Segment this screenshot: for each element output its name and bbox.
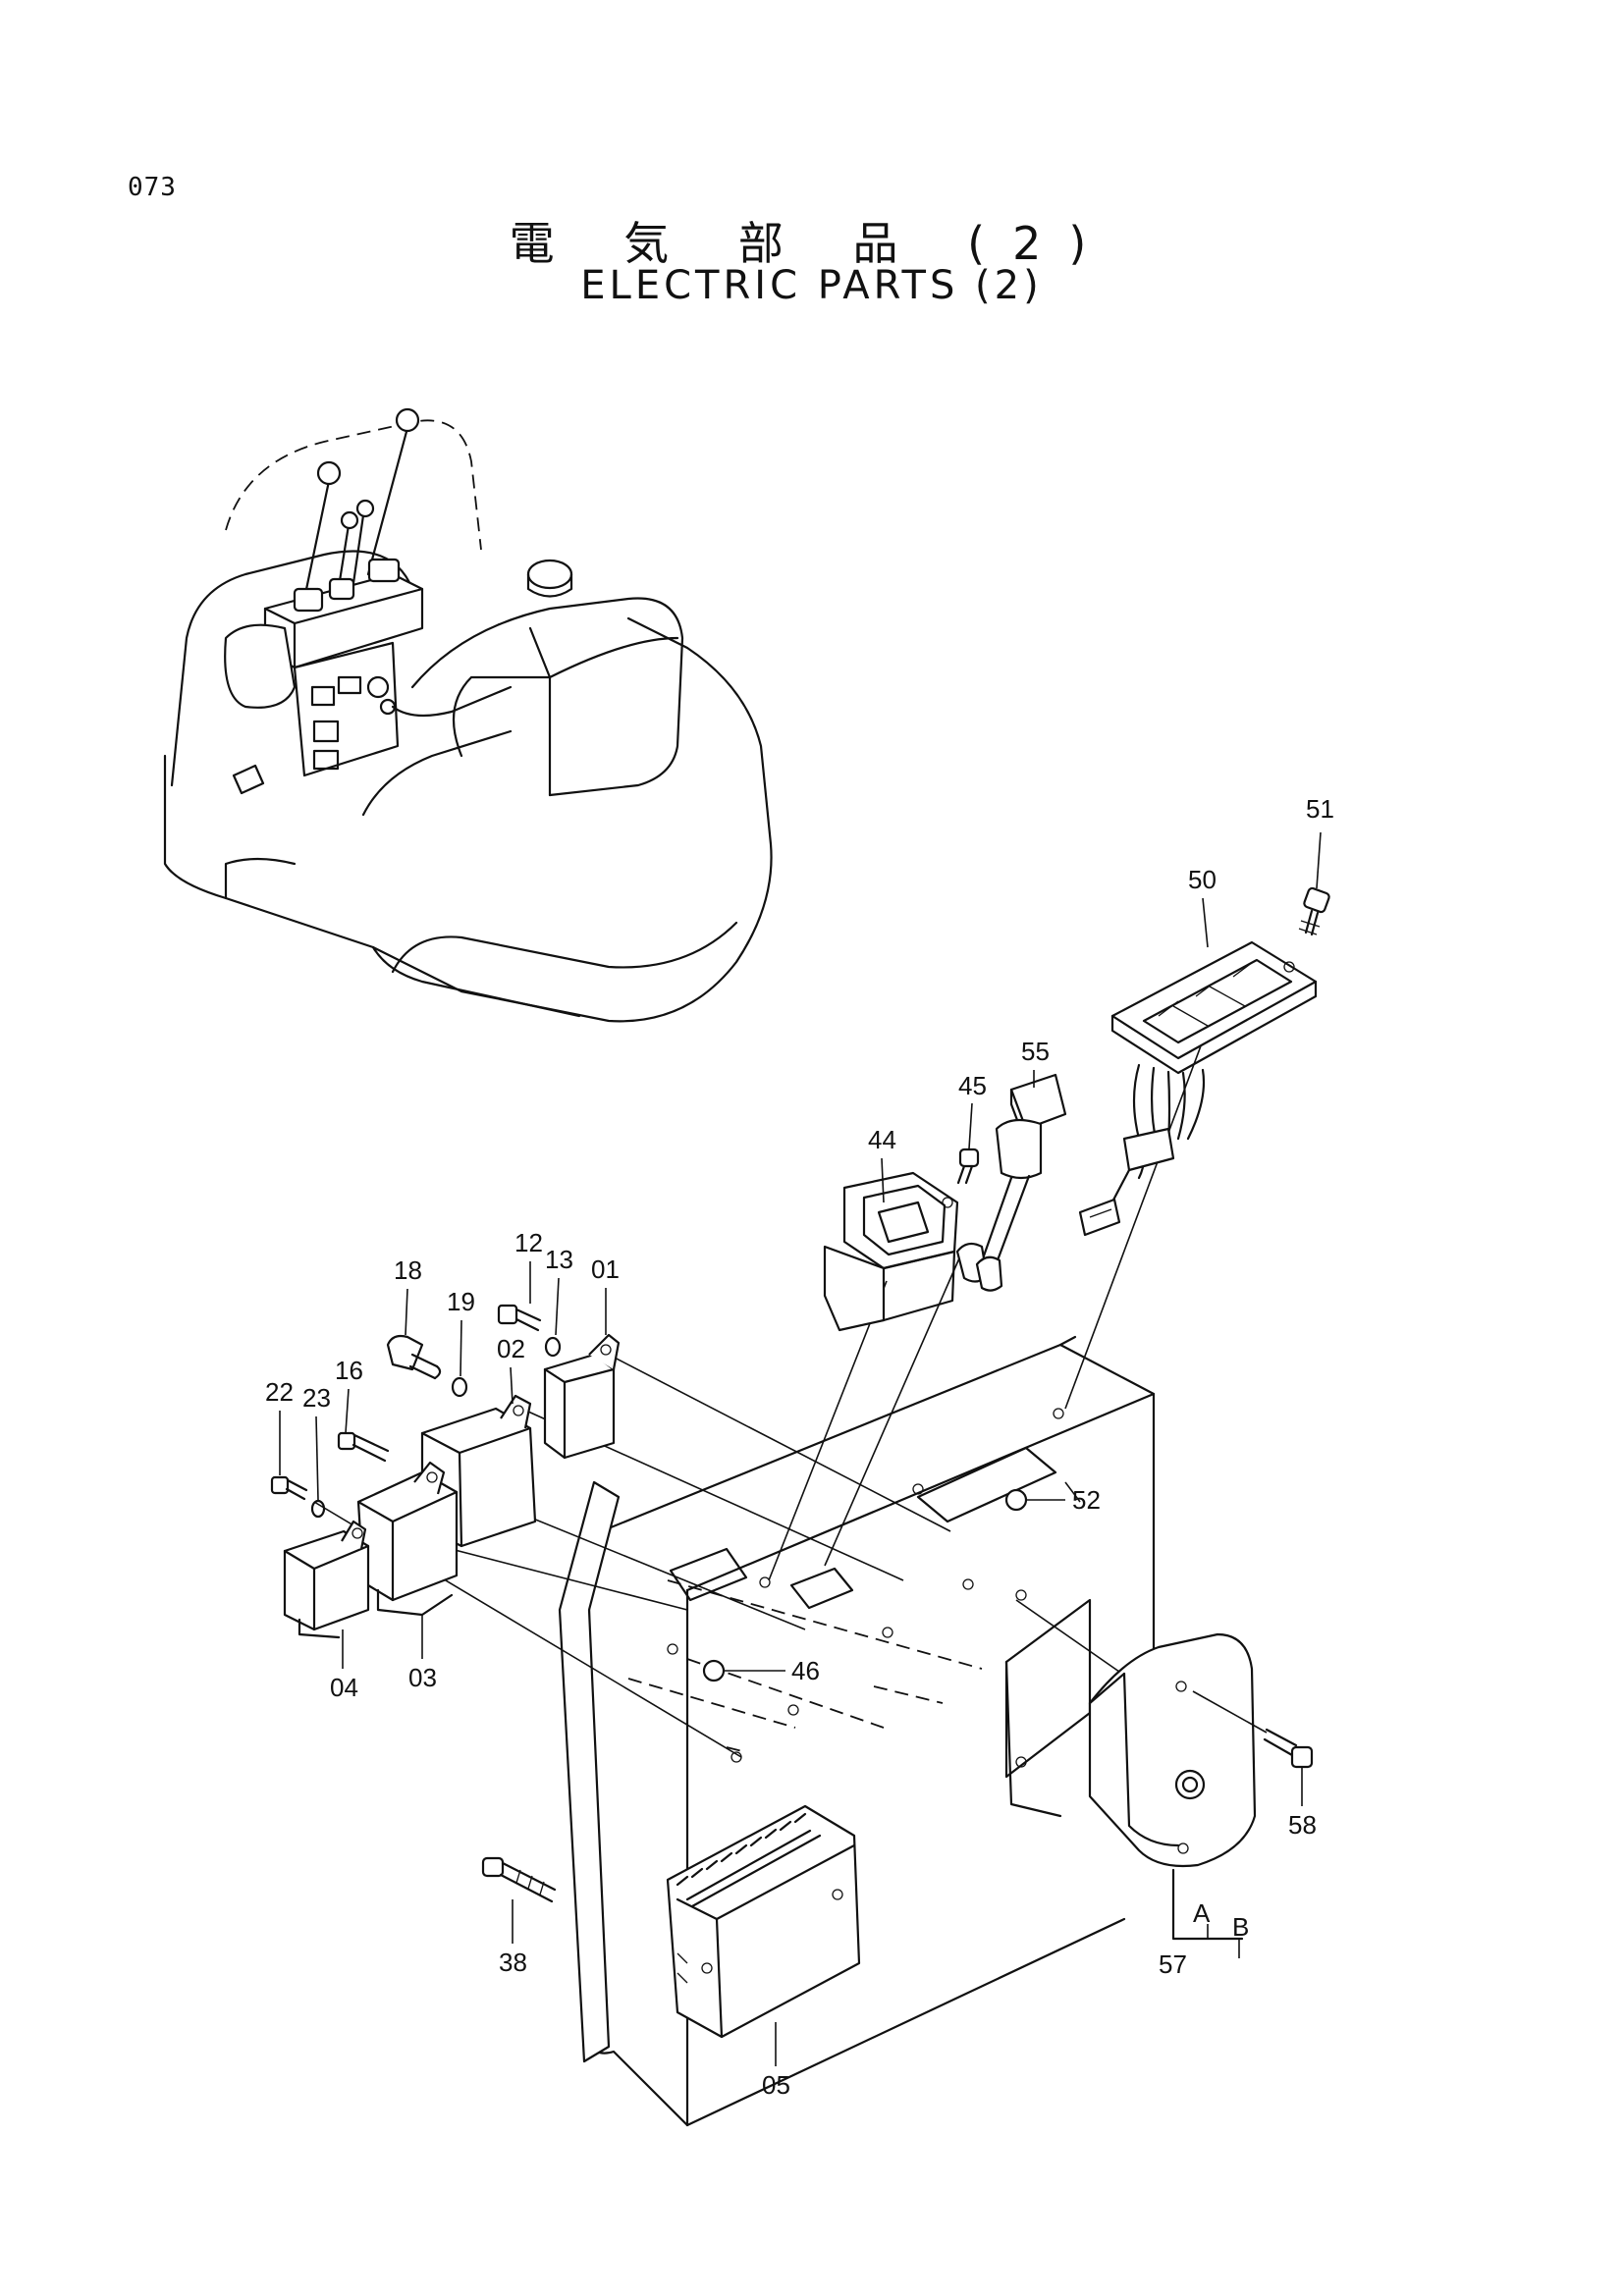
part-57-regulator bbox=[1088, 1632, 1257, 1941]
part-44-gauge bbox=[823, 1171, 959, 1332]
callout-51: 51 bbox=[1306, 794, 1334, 824]
part-52-nut bbox=[1004, 1488, 1028, 1512]
connector-ab-marker: A B bbox=[1193, 1898, 1249, 1958]
part-16-screw bbox=[337, 1431, 390, 1463]
part-22-screw bbox=[270, 1475, 308, 1501]
callout-05: 05 bbox=[762, 2070, 790, 2100]
callout-16: 16 bbox=[335, 1356, 363, 1385]
callout-38: 38 bbox=[499, 1948, 527, 1977]
part-13-washer bbox=[544, 1336, 562, 1358]
callout-50: 50 bbox=[1188, 865, 1217, 894]
callout-52: 52 bbox=[1072, 1485, 1101, 1515]
part-51-screw bbox=[1298, 886, 1330, 936]
part-01-relay bbox=[543, 1333, 621, 1460]
page-title-english: ELECTRIC PARTS (2) bbox=[580, 263, 1043, 308]
page-number: 073 bbox=[128, 173, 177, 202]
part-23-washer bbox=[310, 1499, 326, 1519]
part-19-washer bbox=[451, 1376, 468, 1398]
callout-12: 12 bbox=[514, 1228, 543, 1257]
callout-labels: 51 50 55 45 44 12 13 01 18 19 02 16 22 2… bbox=[265, 794, 1334, 2100]
part-50-indicator-panel bbox=[1078, 940, 1318, 1237]
part-12-screw bbox=[497, 1304, 542, 1332]
explosion-lines bbox=[313, 1000, 1218, 1758]
part-38-bolt bbox=[481, 1856, 557, 1903]
part-05-controller bbox=[666, 1804, 861, 2066]
callout-03: 03 bbox=[408, 1663, 437, 1692]
callout-45: 45 bbox=[958, 1071, 987, 1100]
callout-44: 44 bbox=[868, 1125, 896, 1154]
callout-13: 13 bbox=[545, 1245, 573, 1274]
callout-04: 04 bbox=[330, 1673, 358, 1702]
callout-19: 19 bbox=[447, 1287, 475, 1316]
part-18-bolt bbox=[386, 1334, 442, 1380]
callout-57: 57 bbox=[1159, 1949, 1187, 1979]
part-45-screw bbox=[956, 1148, 980, 1185]
part-46-nut bbox=[702, 1659, 726, 1682]
callout-58: 58 bbox=[1288, 1810, 1317, 1840]
callout-23: 23 bbox=[302, 1383, 331, 1413]
callout-18: 18 bbox=[394, 1255, 422, 1285]
mounting-panel bbox=[558, 1335, 1156, 2127]
callout-02: 02 bbox=[497, 1334, 525, 1363]
callout-22: 22 bbox=[265, 1377, 294, 1407]
cab-overview-illustration bbox=[163, 407, 773, 1023]
part-04-relay bbox=[283, 1520, 370, 1639]
callout-01: 01 bbox=[591, 1255, 620, 1284]
callout-55: 55 bbox=[1021, 1037, 1050, 1066]
connector-label-a: A bbox=[1193, 1898, 1211, 1928]
connector-label-b: B bbox=[1232, 1912, 1249, 1942]
part-03-relay bbox=[356, 1461, 459, 1617]
callout-46: 46 bbox=[791, 1656, 820, 1685]
part-55-switch bbox=[955, 1073, 1067, 1292]
callout-leaders bbox=[279, 831, 1322, 1944]
page-title-japanese: 電 気 部 品 (2) bbox=[509, 217, 1114, 270]
